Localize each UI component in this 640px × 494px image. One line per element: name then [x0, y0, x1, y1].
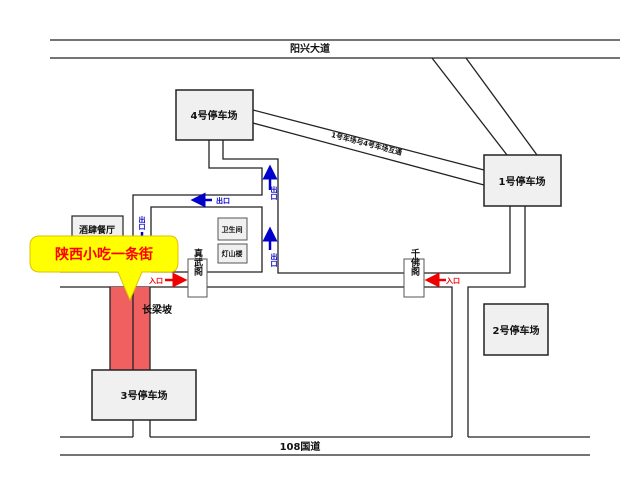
svg-text:千佛阁: 千佛阁 [409, 247, 421, 276]
street-changliangpo: 长梁坡 [109, 287, 173, 370]
svg-text:4号停车场: 4号停车场 [191, 109, 238, 122]
svg-text:入口: 入口 [148, 277, 163, 285]
parking-2: 2号停车场 [483, 303, 549, 356]
lantern-building: 灯山楼 [217, 243, 248, 264]
road-108: 108国道 [60, 436, 590, 456]
road-connector: 1号车场与4号车场互通 [252, 109, 485, 186]
svg-text:出口: 出口 [138, 215, 146, 231]
road-yangxing: 阳兴大道 [50, 39, 620, 59]
exit-markers: 出口 出口 出口 出口 [138, 164, 278, 268]
svg-text:灯山楼: 灯山楼 [222, 249, 243, 258]
svg-text:2号停车场: 2号停车场 [493, 324, 540, 337]
svg-text:入口: 入口 [445, 277, 460, 285]
road-label-bottom: 108国道 [280, 440, 321, 453]
callout-snack-street: 陕西小吃一条街 [29, 235, 179, 302]
toilet: 卫生间 [217, 217, 248, 241]
road-label-top: 阳兴大道 [290, 42, 330, 55]
parking-4: 4号停车场 [175, 89, 254, 141]
zhenwu-pavilion: 真武阁 [187, 247, 208, 298]
svg-text:出口: 出口 [216, 196, 230, 205]
svg-text:真武阁: 真武阁 [192, 247, 203, 276]
svg-text:1号停车场: 1号停车场 [499, 175, 546, 188]
svg-text:出口: 出口 [270, 252, 278, 268]
svg-text:卫生间: 卫生间 [222, 225, 243, 234]
svg-text:3号停车场: 3号停车场 [121, 389, 168, 402]
svg-text:出口: 出口 [270, 185, 278, 201]
qianfo-pavilion: 千佛阁 [403, 247, 425, 298]
parking-1: 1号停车场 [483, 154, 562, 207]
svg-text:陕西小吃一条街: 陕西小吃一条街 [55, 246, 153, 263]
parking-3: 3号停车场 [91, 369, 197, 421]
svg-text:酒肆餐厅: 酒肆餐厅 [79, 224, 115, 236]
street-label: 长梁坡 [142, 303, 173, 316]
entrance-markers: 入口 入口 [148, 272, 460, 288]
